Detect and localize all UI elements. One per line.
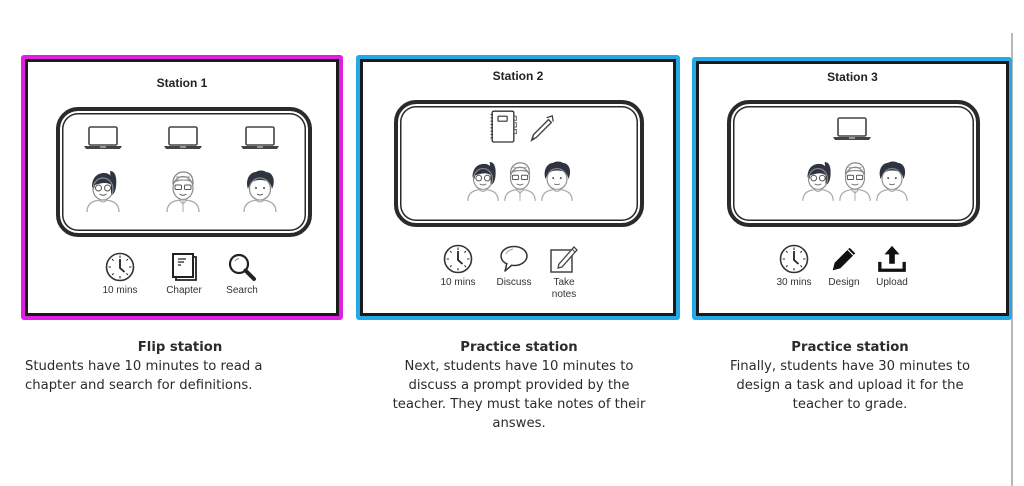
station-3-title: Station 3 <box>827 70 878 84</box>
student-boy-glasses-icon <box>163 162 203 218</box>
duration-label: 10 mins <box>102 285 138 296</box>
laptop-icon <box>83 124 123 152</box>
notebook-icon <box>488 109 518 145</box>
upload-label: Upload <box>876 277 908 288</box>
duration-item: 10 mins <box>434 243 482 301</box>
student-girl-icon <box>464 153 502 207</box>
caption-line: answes. <box>492 416 546 431</box>
station-1-caption: Flip station Students have 10 minutes to… <box>25 338 335 395</box>
upload-icon <box>877 243 907 275</box>
laptop-icon <box>163 124 203 152</box>
caption-line: chapter and search for definitions. <box>25 378 253 393</box>
student-curly-icon <box>240 162 280 218</box>
book-icon <box>168 251 200 283</box>
pencil-icon <box>829 243 859 275</box>
caption-line: Finally, students have 30 minutes to <box>729 359 971 374</box>
station-2-caption: Practice station Next, students have 10 … <box>366 338 672 433</box>
upload-item: Upload <box>868 243 916 289</box>
station-2-card: Station 2 10 mins Discuss Take notes <box>356 55 680 320</box>
page-divider-line <box>1011 33 1013 486</box>
search-item: Search <box>218 251 266 297</box>
student-boy-glasses-icon <box>501 153 539 207</box>
caption-line: Next, students have 10 minutes to <box>404 359 634 374</box>
station-3-scene-frame <box>727 100 980 227</box>
student-girl-icon <box>83 162 123 218</box>
chapter-item: Chapter <box>160 251 208 297</box>
station-3-caption: Practice station Finally, students have … <box>697 338 1003 414</box>
pen-icon <box>526 114 556 144</box>
clock-icon <box>778 243 810 275</box>
discuss-item: Discuss <box>490 243 538 301</box>
take-notes-label-line2: notes <box>551 289 577 300</box>
design-label: Design <box>828 277 860 288</box>
station-2-scene-frame <box>394 100 644 227</box>
laptop-icon <box>832 115 872 143</box>
caption-line: Students have 10 minutes to read a <box>25 359 263 374</box>
duration-item: 30 mins <box>770 243 818 289</box>
caption-line: teacher to grade. <box>792 397 908 412</box>
caption-line: design a task and upload it for the <box>736 378 964 393</box>
student-curly-icon <box>538 153 576 207</box>
station-3-card: Station 3 30 mins Design Upload <box>692 57 1012 320</box>
station-1-activity-icons: 10 mins Chapter Search <box>96 251 266 297</box>
student-girl-icon <box>799 153 837 207</box>
station-2-frame <box>360 59 676 316</box>
station-1-title: Station 1 <box>156 76 208 90</box>
caption-line: teacher. They must take notes of their <box>392 397 646 412</box>
station-1-caption-title: Flip station <box>137 340 223 355</box>
caption-line: discuss a prompt provided by the <box>408 378 630 393</box>
speech-bubble-icon <box>498 243 530 275</box>
chapter-label: Chapter <box>166 285 202 296</box>
station-1-frame <box>25 59 339 316</box>
duration-label: 30 mins <box>776 277 812 288</box>
search-label: Search <box>226 285 258 296</box>
design-item: Design <box>820 243 868 289</box>
station-2-caption-title: Practice station <box>460 340 578 355</box>
station-3-frame <box>696 61 1009 316</box>
student-boy-glasses-icon <box>836 153 874 207</box>
station-3-activity-icons: 30 mins Design Upload <box>770 243 916 289</box>
clock-icon <box>442 243 474 275</box>
note-pen-icon <box>548 243 580 275</box>
station-1-scene-frame <box>56 107 312 237</box>
take-notes-label-line1: Take <box>553 277 575 288</box>
laptop-icon <box>240 124 280 152</box>
station-2-title: Station 2 <box>492 69 544 83</box>
discuss-label: Discuss <box>496 277 532 288</box>
student-curly-icon <box>873 153 911 207</box>
station-1-card: Station 1 10 mins Chapter Search <box>21 55 343 320</box>
station-3-caption-title: Practice station <box>791 340 909 355</box>
clock-icon <box>104 251 136 283</box>
take-notes-item: Take notes <box>540 243 588 301</box>
magnifier-icon <box>226 251 258 283</box>
duration-item: 10 mins <box>96 251 144 297</box>
duration-label: 10 mins <box>440 277 476 288</box>
station-2-activity-icons: 10 mins Discuss Take notes <box>434 243 588 301</box>
